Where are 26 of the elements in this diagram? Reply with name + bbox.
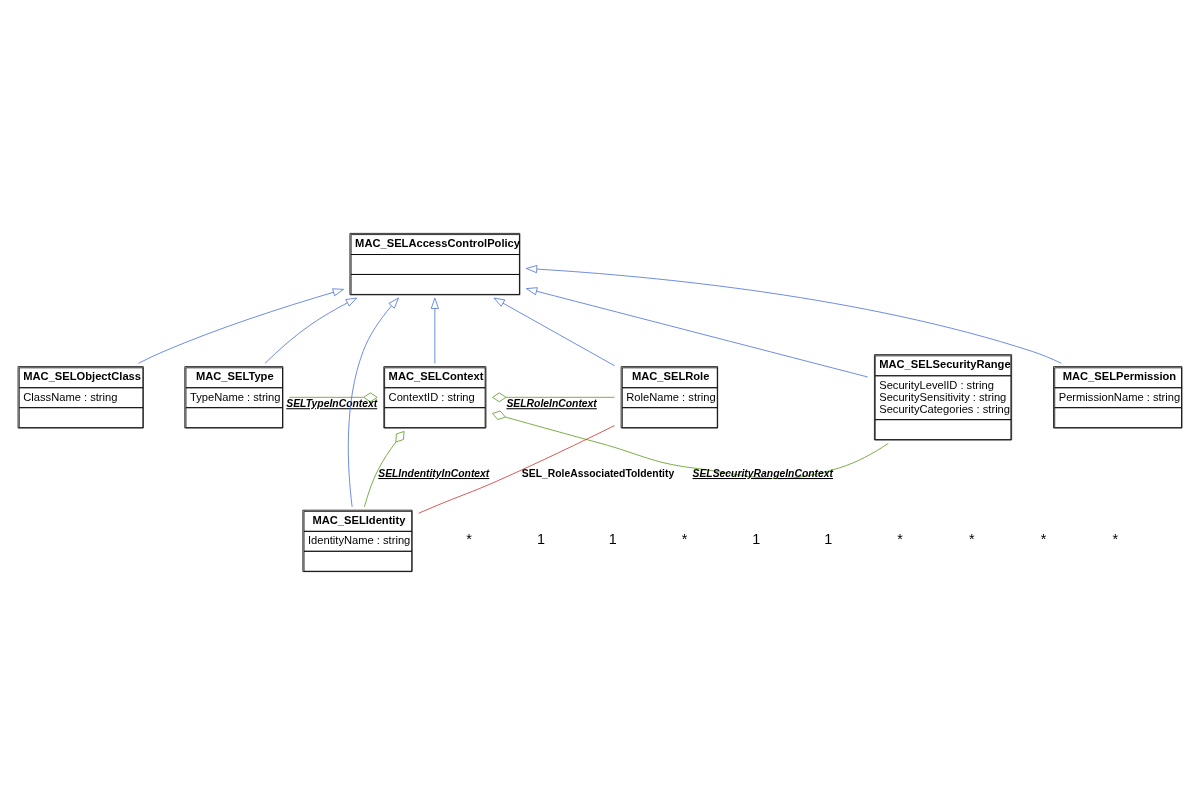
connector: [492, 410, 889, 479]
label: 1: [752, 530, 761, 547]
label: 1: [608, 530, 617, 547]
label: *: [897, 530, 903, 547]
connector: [418, 424, 615, 514]
connector: [492, 391, 615, 402]
label: *: [1112, 530, 1119, 547]
edge-label: SELTypeInContext: [286, 397, 378, 409]
arrow: [526, 264, 1062, 364]
connector: [288, 391, 378, 402]
label: 1: [824, 530, 833, 547]
connector: [364, 430, 405, 507]
arrow: [430, 297, 439, 364]
arrow: [526, 286, 869, 377]
arrow: [264, 297, 358, 364]
arrow: [347, 297, 399, 507]
edge-label: SEL_RoleAssociatedToIdentity: [521, 467, 675, 479]
label: *: [1040, 530, 1047, 547]
label: 1: [536, 530, 545, 547]
label: *: [968, 530, 975, 547]
edge-label: SELRoleInContext: [506, 397, 597, 409]
label: *: [466, 530, 472, 547]
edge-label: SELIndentityInContext: [378, 467, 490, 479]
arrow: [138, 287, 344, 364]
label: *: [681, 530, 688, 547]
arrow: [493, 297, 616, 366]
